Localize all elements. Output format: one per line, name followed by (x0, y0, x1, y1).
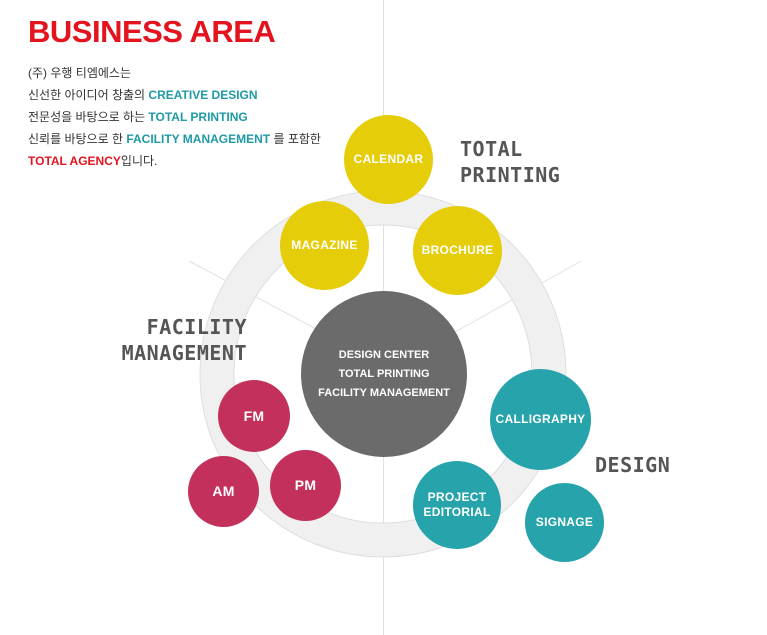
category-label-line: TOTAL (460, 137, 523, 161)
intro-text-segment: 전문성을 바탕으로 하는 (28, 110, 146, 124)
center-line: DESIGN CENTER (338, 348, 430, 361)
intro-highlight-design: CREATIVE DESIGN (148, 88, 258, 102)
editorial-line: EDITORIAL (423, 505, 491, 519)
category-label-line: MANAGEMENT (121, 341, 247, 365)
calendar-circle: CALENDAR (344, 115, 433, 204)
intro-highlight-agency: TOTAL AGENCY (28, 154, 121, 168)
category-label-facility-management: FACILITY MANAGEMENT (63, 314, 247, 366)
intro-text-segment: 를 포함한 (273, 132, 321, 146)
signage-circle: SIGNAGE (525, 483, 604, 562)
brochure-circle: BROCHURE (413, 206, 502, 295)
intro-highlight-printing: TOTAL PRINTING (148, 110, 248, 124)
intro-text: (주) 우행 티엠에스는 신선한 아이디어 창출의 CREATIVE DESIG… (28, 62, 321, 172)
intro-company: (주) 우행 티엠에스는 (28, 66, 131, 80)
category-label-total-printing: TOTAL PRINTING (460, 136, 560, 188)
category-label-design: DESIGN (595, 453, 671, 477)
magazine-circle: MAGAZINE (280, 201, 369, 290)
center-circle: DESIGN CENTER TOTAL PRINTING FACILITY MA… (301, 291, 467, 457)
intro-line-4: 신뢰를 바탕으로 한 FACILITY MANAGEMENT 를 포함한 (28, 128, 321, 150)
intro-line-2: 신선한 아이디어 창출의 CREATIVE DESIGN (28, 84, 321, 106)
intro-line-5: TOTAL AGENCY입니다. (28, 150, 321, 172)
pm-circle: PM (270, 450, 341, 521)
calligraphy-circle: CALLIGRAPHY (490, 369, 591, 470)
intro-text-segment: 신뢰를 바탕으로 한 (28, 132, 123, 146)
page-title: BUSINESS AREA (28, 14, 276, 49)
center-line: FACILITY MANAGEMENT (318, 386, 450, 399)
category-label-line: FACILITY (146, 315, 247, 339)
intro-line-1: (주) 우행 티엠에스는 (28, 62, 321, 84)
fm-circle: FM (218, 380, 290, 452)
intro-line-3: 전문성을 바탕으로 하는 TOTAL PRINTING (28, 106, 321, 128)
project-line: PROJECT (427, 490, 487, 504)
intro-text-segment: 입니다. (120, 154, 158, 168)
center-line: TOTAL PRINTING (338, 367, 430, 380)
category-label-line: PRINTING (460, 163, 561, 187)
intro-text-segment: 신선한 아이디어 창출의 (28, 88, 146, 102)
am-circle: AM (188, 456, 259, 527)
intro-highlight-facility: FACILITY MANAGEMENT (126, 132, 271, 146)
project-editorial-circle: PROJECT EDITORIAL (413, 461, 501, 549)
